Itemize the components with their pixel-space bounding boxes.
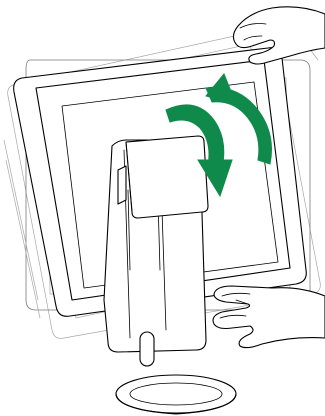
hand-icon bbox=[213, 286, 325, 348]
stand-cable-slot bbox=[140, 332, 154, 366]
mounting-plate bbox=[118, 136, 208, 218]
